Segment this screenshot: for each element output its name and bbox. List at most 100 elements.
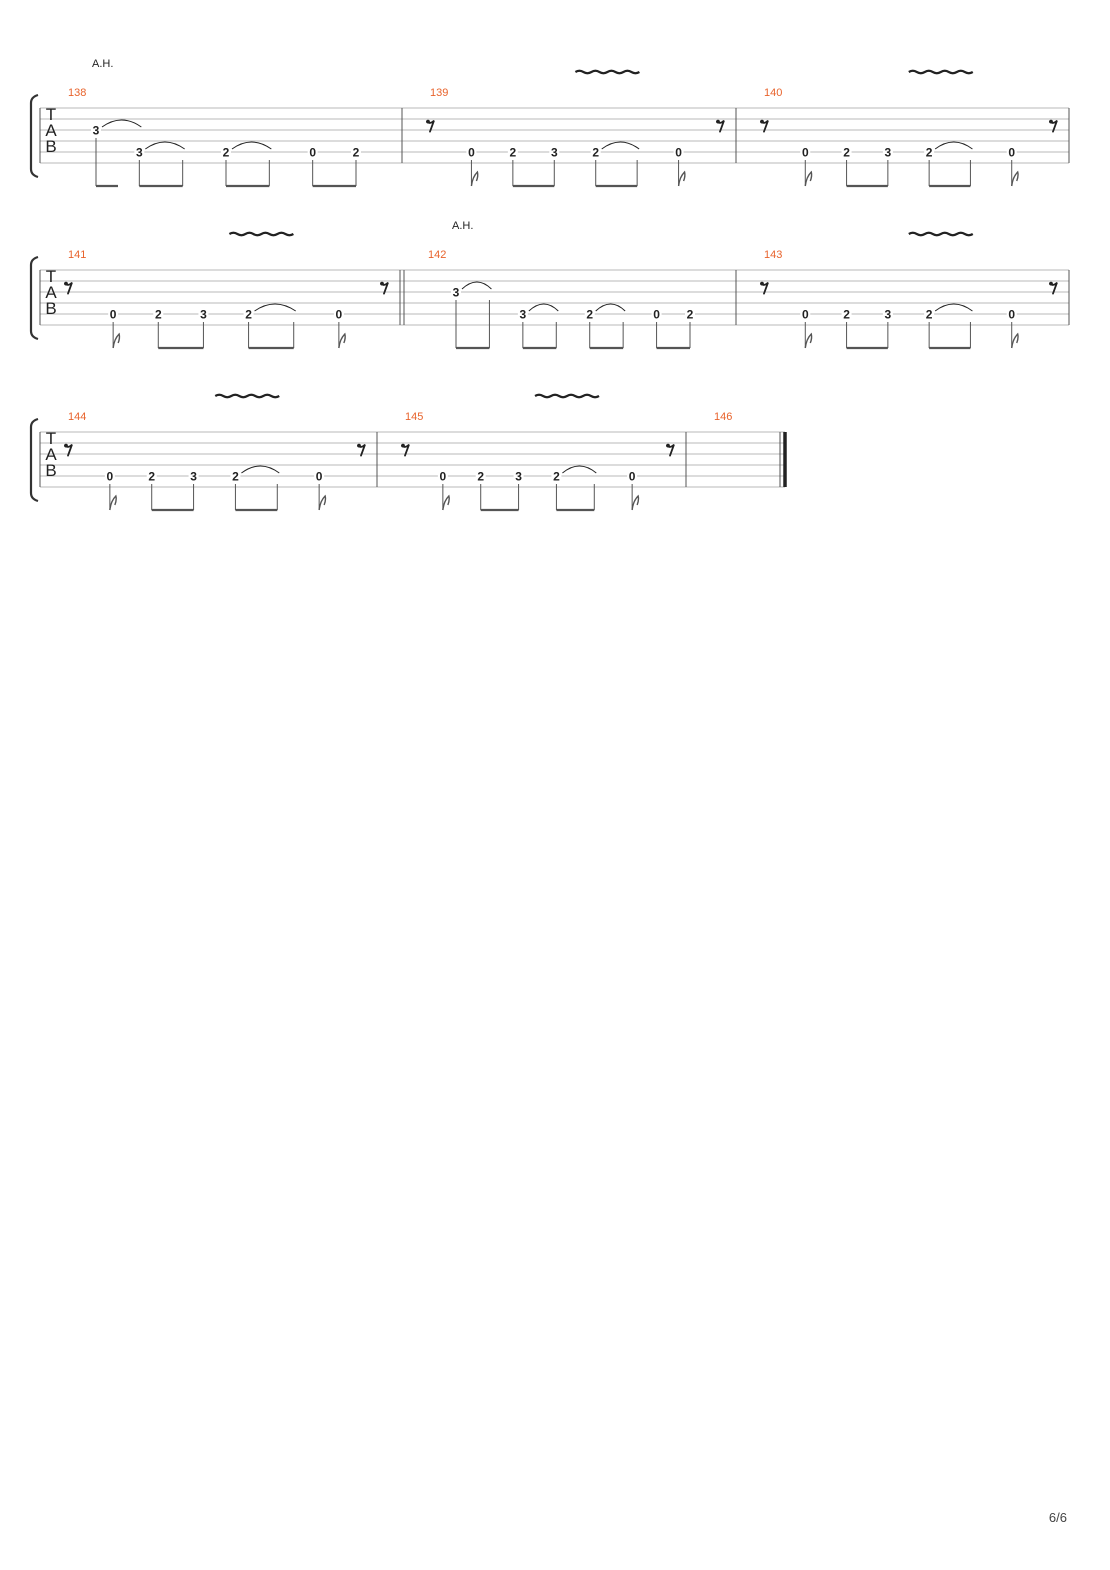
fret-number: 3 <box>885 308 892 322</box>
fret-background <box>351 146 361 158</box>
tab-clef-letter: B <box>45 461 56 480</box>
fret-number: 0 <box>629 470 636 484</box>
fret-background <box>1006 308 1017 320</box>
tie-arc <box>528 303 559 312</box>
fret-number: 3 <box>520 308 527 322</box>
fret-number: 0 <box>468 146 475 160</box>
fret-background <box>673 146 684 158</box>
eighth-flag <box>470 170 479 187</box>
vibrato-mark <box>228 231 294 237</box>
system-bracket <box>29 417 39 503</box>
tie-arc <box>101 119 142 128</box>
artificial-harmonic-label: A.H. <box>452 220 473 232</box>
system-bracket <box>29 93 39 179</box>
fret-number: 2 <box>232 470 239 484</box>
fret-number: 2 <box>553 470 560 484</box>
measure-number: 142 <box>428 249 446 261</box>
tie-arc <box>241 465 280 474</box>
tab-clef-letter: T <box>46 267 56 286</box>
fret-number: 3 <box>885 146 892 160</box>
fret-background <box>221 146 231 158</box>
measure-number: 138 <box>68 87 86 99</box>
fret-background <box>230 470 241 482</box>
tie-arc <box>254 303 296 312</box>
fret-number: 0 <box>440 470 447 484</box>
fret-background <box>188 470 199 482</box>
fret-number: 3 <box>136 146 143 160</box>
fret-number: 0 <box>653 308 660 322</box>
fret-number: 0 <box>336 308 343 322</box>
fret-number: 0 <box>802 308 809 322</box>
eighth-rest-dot <box>401 443 405 448</box>
fret-background <box>584 308 595 320</box>
fret-background <box>924 146 935 158</box>
eighth-flag <box>804 170 813 187</box>
page-number: 6/6 <box>1048 1510 1067 1525</box>
tab-clef-letter: T <box>46 429 56 448</box>
tie-arc <box>934 303 973 312</box>
fret-background <box>841 308 852 320</box>
tie-arc <box>145 141 185 150</box>
fret-background <box>146 470 157 482</box>
fret-number: 2 <box>843 308 850 322</box>
tab-clef-letter: B <box>45 137 56 156</box>
measure-number: 145 <box>405 411 423 423</box>
vibrato-mark <box>908 231 974 237</box>
eighth-rest-dot <box>760 119 764 124</box>
eighth-flag <box>338 332 346 349</box>
measure-number: 141 <box>68 249 86 261</box>
fret-background <box>882 146 893 158</box>
fret-number: 0 <box>110 308 117 322</box>
tab-clef-letter: A <box>45 445 57 464</box>
fret-background <box>475 470 486 482</box>
measure-number: 139 <box>430 87 448 99</box>
fret-background <box>651 308 662 320</box>
artificial-harmonic-label: A.H. <box>92 58 113 70</box>
fret-number: 2 <box>155 308 162 322</box>
eighth-flag <box>677 170 686 187</box>
fret-number: 2 <box>926 308 933 322</box>
fret-background <box>243 308 254 320</box>
eighth-rest-dot <box>760 281 764 286</box>
fret-number: 2 <box>148 470 155 484</box>
vibrato-mark <box>574 69 640 75</box>
fret-number: 0 <box>107 470 114 484</box>
fret-background <box>627 470 638 482</box>
fret-number: 3 <box>200 308 207 322</box>
eighth-flag <box>631 494 640 511</box>
fret-background <box>882 308 893 320</box>
fret-background <box>590 146 601 158</box>
eighth-flag <box>109 494 117 511</box>
fret-background <box>314 470 325 482</box>
eighth-flag <box>1011 332 1019 349</box>
eighth-rest-dot <box>716 119 720 124</box>
vibrato-mark <box>214 393 280 399</box>
eighth-rest-dot <box>64 443 68 448</box>
eighth-rest-dot <box>426 119 430 124</box>
tab-clef-letter: T <box>46 105 56 124</box>
fret-background <box>800 308 811 320</box>
eighth-rest-dot <box>357 443 361 448</box>
fret-background <box>517 308 528 320</box>
fret-number: 2 <box>843 146 850 160</box>
fret-background <box>134 146 145 158</box>
fret-background <box>685 308 695 320</box>
fret-number: 3 <box>190 470 197 484</box>
fret-background <box>198 308 209 320</box>
fret-number: 2 <box>586 308 593 322</box>
fret-number: 2 <box>687 308 694 322</box>
measure-number: 144 <box>68 411 86 423</box>
fret-background <box>1006 146 1017 158</box>
fret-number: 0 <box>1008 146 1015 160</box>
fret-background <box>924 308 935 320</box>
fret-number: 2 <box>245 308 252 322</box>
vibrato-mark <box>534 393 600 399</box>
fret-number: 3 <box>515 470 522 484</box>
fret-background <box>551 470 562 482</box>
fret-background <box>91 124 101 136</box>
tie-arc <box>934 141 973 150</box>
eighth-flag <box>318 494 327 511</box>
fret-number: 0 <box>1008 308 1015 322</box>
